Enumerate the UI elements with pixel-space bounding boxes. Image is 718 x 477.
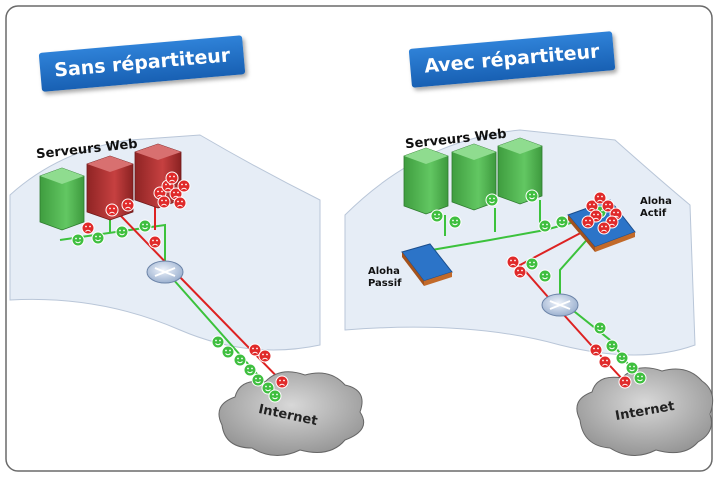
- user-overloaded-icon: [581, 215, 595, 229]
- user-overloaded-icon: [157, 195, 171, 209]
- user-ok-icon: [430, 209, 444, 223]
- user-ok-icon: [268, 389, 282, 403]
- user-overloaded-icon: [618, 375, 632, 389]
- user-ok-icon: [448, 215, 462, 229]
- user-overloaded-icon: [121, 198, 135, 212]
- user-ok-icon: [233, 353, 247, 367]
- active-lb-label-1: Aloha: [640, 196, 672, 207]
- active-lb-label-2: Actif: [640, 208, 667, 219]
- left-internet-cloud: [218, 371, 365, 456]
- passive-lb-label-2: Passif: [368, 278, 402, 289]
- user-overloaded-icon: [513, 265, 527, 279]
- user-overloaded-icon: [585, 199, 599, 213]
- user-overloaded-icon: [148, 235, 162, 249]
- left-server-ok: [39, 167, 85, 231]
- user-overloaded-icon: [165, 171, 179, 185]
- user-overloaded-icon: [177, 179, 191, 193]
- user-ok-icon: [71, 233, 85, 247]
- right-server-1: [403, 147, 449, 215]
- user-ok-icon: [538, 219, 552, 233]
- user-ok-icon: [633, 371, 647, 385]
- user-ok-icon: [115, 225, 129, 239]
- user-ok-icon: [138, 219, 152, 233]
- user-overloaded-icon: [248, 343, 262, 357]
- user-overloaded-icon: [258, 349, 272, 363]
- user-ok-icon: [605, 339, 619, 353]
- user-ok-icon: [525, 189, 539, 203]
- user-ok-icon: [211, 335, 225, 349]
- user-ok-icon: [593, 321, 607, 335]
- user-overloaded-icon: [589, 343, 603, 357]
- right-server-3: [497, 137, 543, 205]
- user-ok-icon: [625, 361, 639, 375]
- user-overloaded-icon: [173, 196, 187, 210]
- user-overloaded-icon: [597, 221, 611, 235]
- user-overloaded-icon: [598, 355, 612, 369]
- user-ok-icon: [91, 231, 105, 245]
- user-ok-icon: [251, 373, 265, 387]
- passive-lb-label-1: Aloha: [368, 266, 400, 277]
- right-server-2: [451, 143, 497, 211]
- left-router: [146, 260, 184, 284]
- user-overloaded-icon: [601, 199, 615, 213]
- user-ok-icon: [538, 269, 552, 283]
- user-ok-icon: [555, 215, 569, 229]
- users-layer: [71, 171, 647, 403]
- right-internet-cloud: [576, 367, 714, 456]
- user-ok-icon: [243, 363, 257, 377]
- user-overloaded-icon: [105, 203, 119, 217]
- user-overloaded-icon: [506, 255, 520, 269]
- user-ok-icon: [221, 345, 235, 359]
- passive-load-balancer: [401, 243, 453, 286]
- user-overloaded-icon: [593, 191, 607, 205]
- user-overloaded-icon: [81, 221, 95, 235]
- left-server-overloaded-1: [86, 155, 134, 221]
- user-ok-icon: [485, 193, 499, 207]
- right-router: [541, 293, 579, 317]
- user-ok-icon: [615, 351, 629, 365]
- user-ok-icon: [525, 257, 539, 271]
- user-overloaded-icon: [275, 375, 289, 389]
